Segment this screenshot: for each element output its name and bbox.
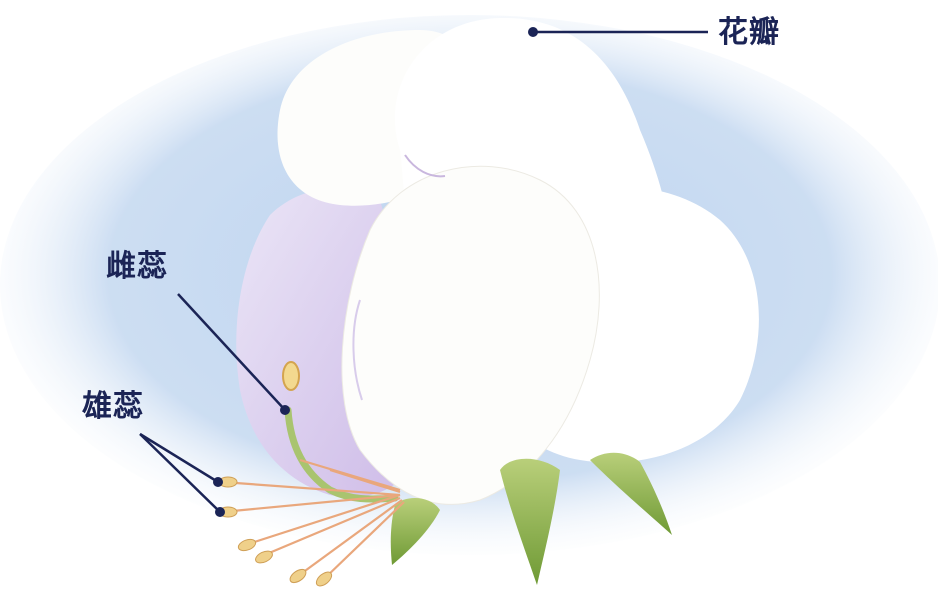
stamen-pointer-dot	[213, 477, 223, 487]
stamen-label: 雄蕊	[82, 392, 144, 422]
petal-label: 花瓣	[718, 18, 780, 48]
stamen-pointer-dot	[215, 507, 225, 517]
stamen-anther	[237, 537, 257, 553]
petal-pointer-dot	[528, 27, 538, 37]
pistil-label: 雌蕊	[106, 252, 168, 282]
pistil-pointer-dot	[280, 405, 290, 415]
pistil-stigma	[283, 362, 299, 390]
